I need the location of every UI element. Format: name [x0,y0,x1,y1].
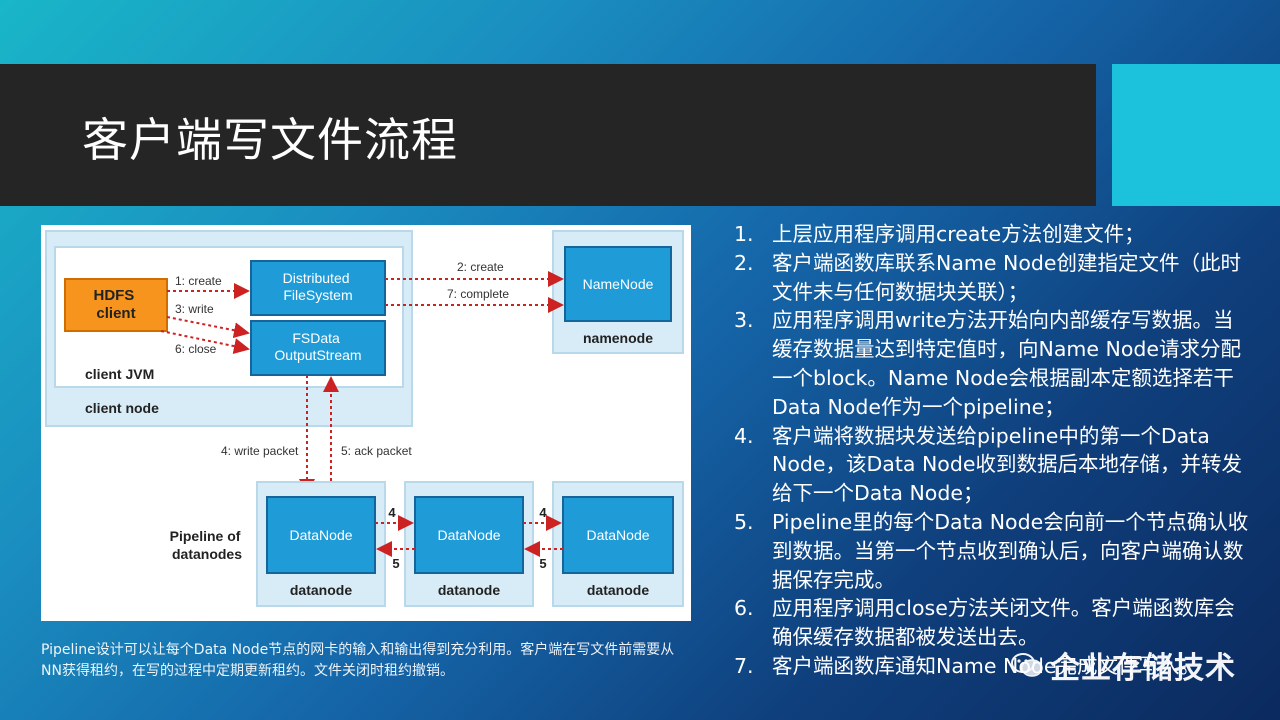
step-text: 应用程序调用close方法关闭文件。客户端函数库会确保缓存数据都被发送出去。 [772,596,1235,650]
step-number: 6. [734,596,754,621]
watermark: 企业存储技术 [1010,650,1236,686]
step-item: 2. 客户端函数库联系Name Node创建指定文件（此时文件未与任何数据块关联）… [734,249,1254,307]
accent-box [1112,64,1280,206]
arrow-write-packet-label: 4: write packet [221,444,299,458]
step-number: 1. [734,222,754,246]
arrow-ack-1-label: 5 [392,556,399,571]
datanode-box-2-label: DataNode [437,527,500,543]
watermark-text: 企业存储技术 [1050,651,1236,686]
arrow-write-label: 3: write [175,302,214,316]
hdfs-write-diagram: client JVM client node HDFS client Distr… [41,225,691,621]
dfs-line-1: Distributed [283,270,350,286]
step-number: 2. [734,250,754,275]
step-number: 4. [734,423,754,448]
arrow-create-label: 1: create [175,274,222,288]
hdfs-client-line-1: HDFS [93,287,134,304]
client-node-label: client node [85,400,159,416]
arrow-fwd-2-label: 4 [539,505,547,520]
hdfs-client-line-2: client [96,305,135,322]
fsdata-outputstream-box [250,320,386,376]
arrow-ack-2-label: 5 [539,556,546,571]
arrow-nn-complete-label: 7: complete [447,287,509,301]
wechat-icon [1011,653,1043,677]
arrow-fwd-1-label: 4 [388,505,396,520]
slide-title: 客户端写文件流程 [82,113,458,167]
pipeline-line-2: datanodes [172,546,242,562]
datanode-box-1 [266,496,376,574]
datanode-label-1: datanode [290,582,352,598]
arrow-close-label: 6: close [175,342,217,356]
dfs-line-2: FileSystem [283,287,352,303]
hdfs-client-label: HDFS client [93,287,138,322]
fsdata-line-1: FSData [292,330,340,346]
hdfs-client-box [64,278,168,332]
step-text: 客户端函数库通知Name Node完成文件写入。 [772,653,1200,678]
step-number: 5. [734,509,754,534]
datanode-box-3 [562,496,674,574]
title-bar [0,64,1096,206]
distributed-filesystem-label: Distributed FileSystem [283,270,354,303]
datanode-box-1-label: DataNode [289,527,352,543]
step-number: 3. [734,308,754,333]
step-text: 客户端将数据块发送给pipeline中的第一个Data Node，该Data N… [772,423,1242,506]
pipeline-label: Pipeline of datanodes [170,528,245,562]
distributed-filesystem-box [250,260,386,316]
step-text: 客户端函数库联系Name Node创建指定文件（此时文件未与任何数据块关联）； [772,250,1241,304]
steps-list: 1. 上层应用程序调用create方法创建文件； 2. 客户端函数库联系Name N… [734,220,1254,681]
datanode-label-2: datanode [438,582,500,598]
datanode-label-3: datanode [587,582,649,598]
client-jvm-label: client JVM [85,366,154,382]
arrow-nn-create-label: 2: create [457,260,504,274]
step-item: 1. 上层应用程序调用create方法创建文件； [734,220,1254,249]
step-text: Pipeline里的每个Data Node会向前一个节点确认收到数据。当第一个节… [772,509,1249,592]
step-item: 5. Pipeline里的每个Data Node会向前一个节点确认收到数据。当第一… [734,508,1254,594]
namenode-box-label: NameNode [583,276,654,292]
namenode-box [564,246,672,322]
caption-text: Pipeline设计可以让每个Data Node节点的网卡的输入和输出得到充分利… [41,642,675,679]
arrow-write [166,316,250,339]
step-text: 应用程序调用write方法开始向内部缓存写数据。当缓存数据量达到特定值时，向Na… [772,308,1241,419]
datanode-box-2 [414,496,524,574]
datanode-box-3-label: DataNode [586,527,649,543]
pipeline-line-1: Pipeline of [170,528,241,544]
arrow-ack-packet-label: 5: ack packet [341,444,412,458]
step-item: 6. 应用程序调用close方法关闭文件。客户端函数库会确保缓存数据都被发送出去。 [734,594,1254,652]
step-item: 4. 客户端将数据块发送给pipeline中的第一个Data Node，该Data… [734,422,1254,508]
fsdata-line-2: OutputStream [274,347,361,363]
step-text: 上层应用程序调用create方法创建文件； [772,222,1145,246]
step-number: 7. [734,653,754,678]
namenode-label: namenode [583,330,653,346]
step-item: 3. 应用程序调用write方法开始向内部缓存写数据。当缓存数据量达到特定值时，向… [734,306,1254,421]
step-item: 7. 客户端函数库通知Name Node完成文件写入。 [734,652,1254,681]
fsdata-outputstream-label: FSData OutputStream [274,330,361,363]
arrow-close [160,330,250,354]
